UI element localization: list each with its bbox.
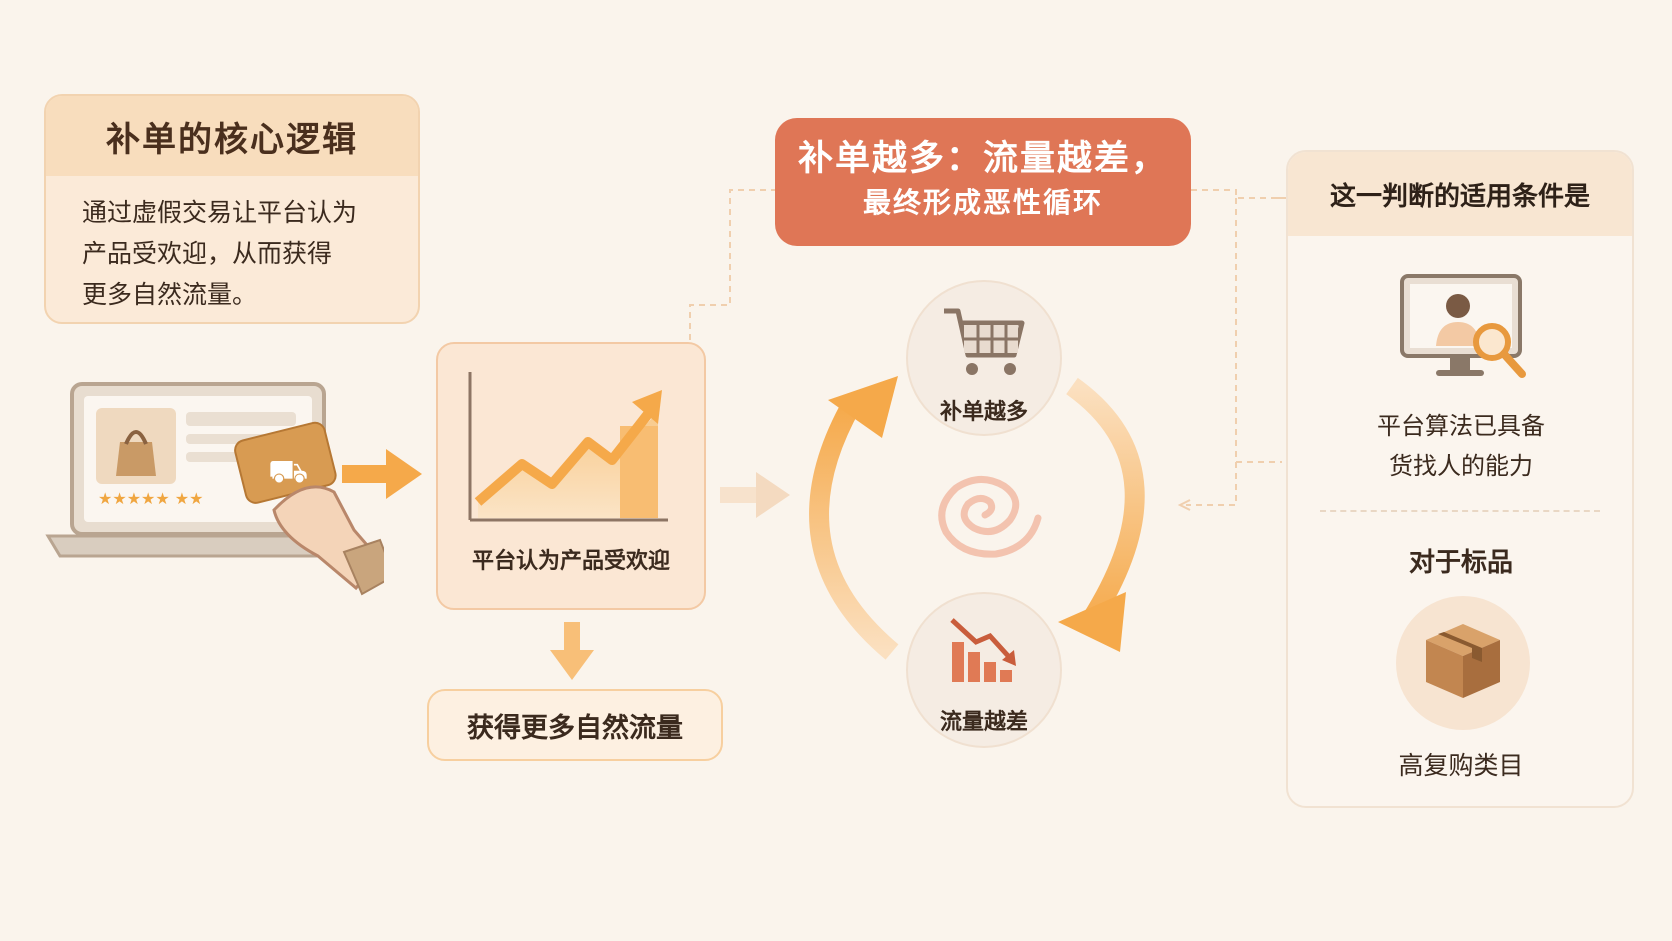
condition-algorithm: 平台算法已具备 货找人的能力 [1326, 406, 1596, 486]
arrow-right-icon [342, 449, 422, 499]
node-more-orders-label: 补单越多 [939, 400, 1028, 425]
box-icon [1426, 624, 1500, 698]
cycle-arrow-right-icon [1066, 377, 1145, 634]
condition-algorithm-line-2: 货找人的能力 [1389, 452, 1533, 480]
vicious-cycle-banner: 补单越多：流量越差， 最终形成恶性循环 [775, 118, 1191, 246]
core-logic-title: 补单的核心逻辑 [46, 96, 418, 176]
swirl-icon [938, 476, 1042, 558]
node-worse-traffic-label: 流量越差 [939, 710, 1028, 735]
natural-traffic-pill: 获得更多自然流量 [427, 689, 723, 761]
core-desc-line-1: 通过虚假交易让平台认为 [82, 198, 358, 227]
arrow-right-faded-icon [720, 472, 790, 518]
shopping-cart-icon [944, 308, 1025, 375]
banner-line-2: 最终形成恶性循环 [862, 186, 1103, 219]
condition-standard-goods: 对于标品 [1408, 548, 1513, 578]
core-desc-line-3: 更多自然流量。 [82, 280, 258, 309]
laptop-shopping-illustration: ★★★★★ ★★ ⛟ [45, 382, 384, 596]
node-more-orders [906, 280, 1062, 436]
cart-icon: ⛟ [268, 452, 308, 490]
chart-card-label: 平台认为产品受欢迎 [471, 549, 670, 574]
core-logic-description: 通过虚假交易让平台认为 产品受欢迎，从而获得 更多自然流量。 [46, 176, 418, 322]
core-desc-line-2: 产品受欢迎，从而获得 [82, 239, 333, 268]
arrow-down-icon [550, 622, 594, 680]
svg-text:★★★★★ ★★: ★★★★★ ★★ [98, 489, 204, 508]
cycle-arrow-left-icon [809, 399, 899, 660]
conditions-title: 这一判断的适用条件是 [1288, 152, 1632, 236]
growth-chart-icon [468, 372, 668, 522]
core-logic-card: 补单的核心逻辑 通过虚假交易让平台认为 产品受欢迎，从而获得 更多自然流量。 [44, 94, 420, 324]
condition-high-repurchase: 高复购类目 [1398, 751, 1524, 780]
condition-algorithm-line-1: 平台算法已具备 [1377, 412, 1545, 440]
monitor-search-icon [1400, 274, 1526, 378]
cycle-arrows [809, 376, 1145, 660]
conditions-divider [1320, 510, 1600, 512]
declining-chart-icon [950, 618, 1016, 682]
banner-line-1: 补单越多：流量越差， [797, 139, 1168, 179]
